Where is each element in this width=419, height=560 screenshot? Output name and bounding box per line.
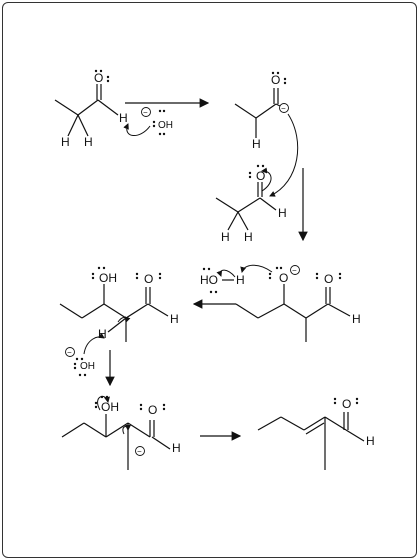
negative-charge: − [137,447,142,456]
atom-h: H [278,206,287,220]
aldol-enolate: OH O H − [61,395,181,470]
atom-h: H [98,327,107,341]
atom-h: H [84,135,93,149]
water-ho-label: HO [200,273,218,287]
atom-h: H [61,135,70,149]
curly-arrow-deprotonation-2 [83,332,105,355]
curly-arrow-nucleophilic-attack [269,113,299,197]
hydroxide-label: OH [80,361,95,372]
negative-charge: − [292,266,297,275]
atom-h: H [170,312,179,326]
negative-charge: − [143,108,148,117]
curly-arrow-carbonyl [261,167,272,192]
atom-h: H [366,434,375,448]
atom-h: H [221,230,230,244]
atom-o: O [148,403,157,417]
hydroxide-ion-1: − OH [141,107,173,136]
atom-h: H [352,312,361,326]
curly-arrow-elimination [97,395,110,411]
atom-o: O [256,169,265,183]
enal-product: O H [257,397,375,470]
atom-o: O [271,73,280,87]
hydroxyl-label: OH [101,400,119,414]
atom-o: O [342,397,351,411]
atom-o: O [279,271,288,285]
curly-arrow-protonation [240,264,273,273]
alkoxide-adduct: O − O H [235,265,361,342]
hydroxyl-label: OH [99,271,117,285]
atom-o: O [94,71,103,85]
atom-h: H [119,111,128,125]
atom-o: O [324,272,333,286]
curly-arrow-deprotonation [123,123,151,136]
atom-h: H [172,441,181,455]
atom-h: H [252,137,261,151]
atom-o: O [144,272,153,286]
hydroxide-ion-2: − OH [65,347,95,377]
curly-arrow-enolization [117,316,131,323]
atom-h: H [244,230,253,244]
propanal-molecule-2: O H H H [215,164,287,244]
hydroxide-label: OH [158,120,173,131]
negative-charge: − [281,104,286,113]
curly-arrow-bond-break [216,269,236,278]
enolate-molecule: O H − [234,71,289,151]
water-molecule: HO H [200,267,245,294]
curly-arrow-e1cb [122,424,131,435]
aldol-product: OH O H H [59,266,179,342]
propanal-molecule-1: O H H H [54,69,128,149]
atom-h: H [236,273,245,287]
negative-charge: − [67,348,72,357]
